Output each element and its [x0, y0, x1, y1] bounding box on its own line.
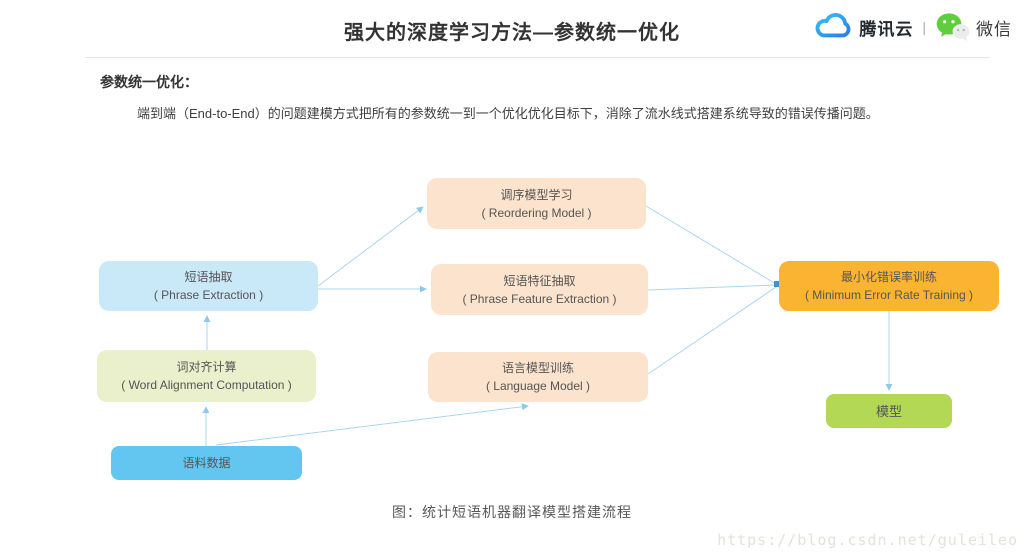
node-label-zh: 短语特征抽取	[503, 273, 576, 288]
node-model: 模型	[826, 394, 952, 428]
title-divider	[85, 57, 990, 58]
node-reordering-model: 调序模型学习 ( Reordering Model )	[427, 178, 646, 229]
node-label-zh: 语言模型训练	[501, 361, 574, 375]
section-paragraph: 端到端（End-to-End）的问题建模方式把所有的参数统一到一个优化优化目标下…	[137, 106, 879, 121]
tencent-cloud-icon	[815, 13, 851, 38]
wechat-label: 微信	[976, 19, 1012, 39]
node-label-zh: 模型	[875, 403, 902, 419]
brand-separator: |	[922, 19, 926, 35]
node-phrase-feature-extraction: 短语特征抽取 ( Phrase Feature Extraction )	[431, 264, 648, 315]
node-phrase-extraction: 短语抽取 ( Phrase Extraction )	[99, 261, 318, 311]
node-label-en: ( Phrase Feature Extraction )	[462, 291, 617, 306]
wechat-icon	[936, 13, 970, 42]
node-label-zh: 调序模型学习	[500, 187, 573, 202]
node-corpus-data: 语料数据	[111, 446, 302, 480]
node-label-zh: 词对齐计算	[176, 360, 237, 374]
node-label-zh: 语料数据	[182, 456, 231, 470]
node-label-zh: 短语抽取	[184, 270, 233, 284]
node-label-zh: 最小化错误率训练	[840, 270, 937, 284]
node-minimum-error-rate-training: 最小化错误率训练 ( Minimum Error Rate Training )	[779, 261, 999, 311]
tencent-cloud-label: 腾讯云	[859, 19, 914, 39]
section-heading: 参数统一优化：	[100, 74, 198, 90]
node-label-en: ( Word Alignment Computation )	[121, 378, 292, 392]
node-label-en: ( Phrase Extraction )	[153, 288, 264, 302]
page-title: 强大的深度学习方法—参数统一优化	[344, 22, 680, 44]
node-label-en: ( Language Model )	[485, 379, 591, 393]
node-language-model-training: 语言模型训练 ( Language Model )	[428, 352, 648, 402]
node-word-alignment-computation: 词对齐计算 ( Word Alignment Computation )	[97, 350, 316, 402]
node-label-en: ( Reordering Model )	[481, 205, 592, 220]
figure-caption: 图：统计短语机器翻译模型搭建流程	[392, 504, 632, 520]
watermark-url: https://blog.csdn.net/guleileo	[717, 531, 1018, 549]
node-label-en: ( Minimum Error Rate Training )	[804, 288, 974, 302]
brand-logos: 腾讯云 | 微信	[814, 12, 1012, 42]
